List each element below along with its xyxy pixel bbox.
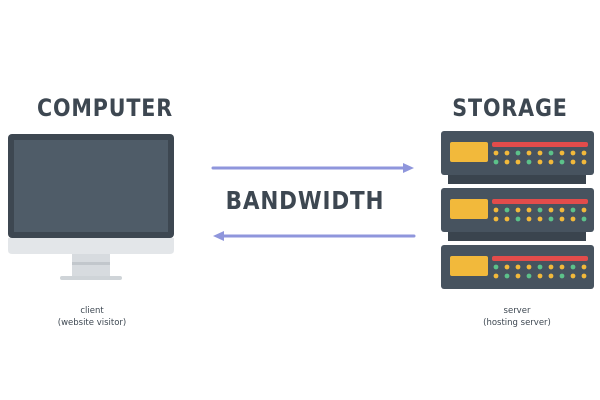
server-caption-line-1: server bbox=[503, 306, 531, 316]
server-rack-icon bbox=[441, 131, 594, 289]
server-unit-1-leds bbox=[492, 142, 588, 165]
client-caption-line-1: client bbox=[80, 306, 104, 316]
storage-label: STORAGE bbox=[452, 94, 568, 122]
server-unit-2-leds bbox=[492, 199, 588, 222]
bandwidth-label: BANDWIDTH bbox=[225, 186, 385, 215]
client-caption: client (website visitor) bbox=[10, 305, 174, 329]
server-caption-line-2: (hosting server) bbox=[483, 318, 551, 328]
server-caption: server (hosting server) bbox=[440, 305, 594, 329]
server-unit-1 bbox=[441, 131, 594, 175]
server-unit-3 bbox=[441, 245, 594, 289]
computer-label: COMPUTER bbox=[36, 94, 174, 122]
server-unit-2 bbox=[441, 188, 594, 232]
arrow-left-icon bbox=[213, 231, 416, 241]
desktop-monitor-icon bbox=[8, 134, 174, 280]
arrow-right-icon bbox=[211, 163, 414, 173]
client-caption-line-2: (website visitor) bbox=[57, 318, 127, 328]
server-unit-3-leds bbox=[492, 256, 588, 279]
